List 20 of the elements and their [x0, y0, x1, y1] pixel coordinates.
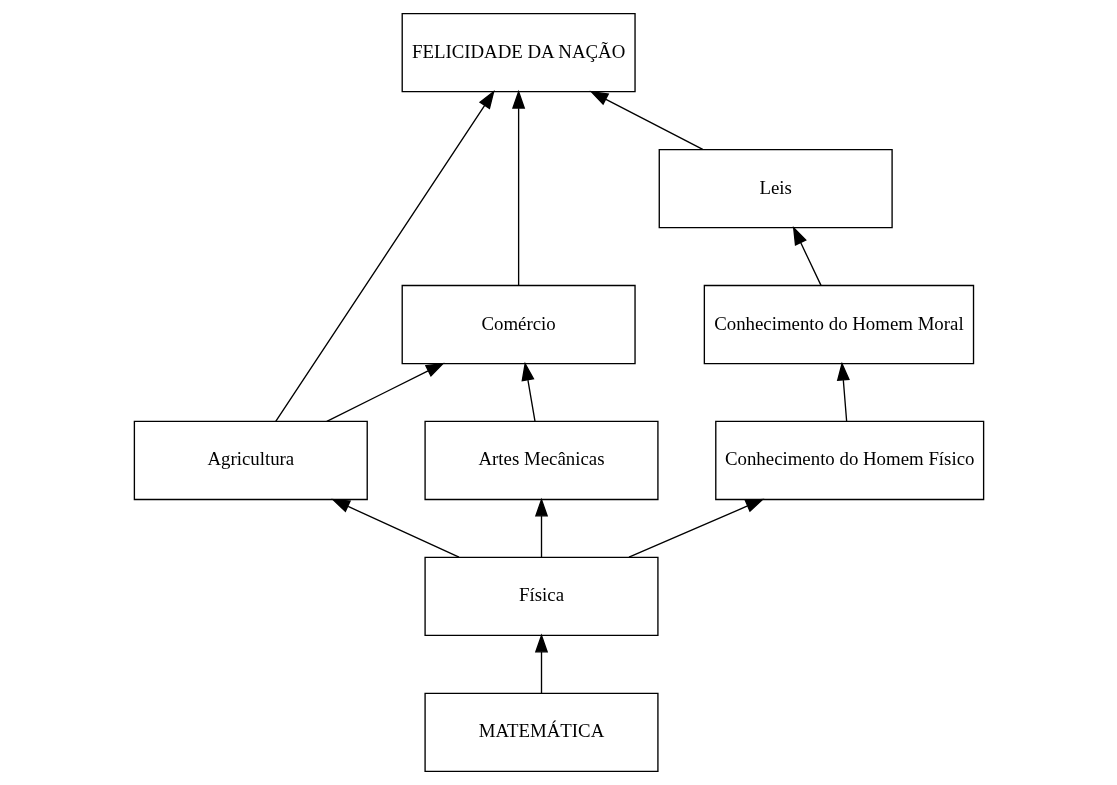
node-box: Agricultura	[133, 420, 368, 501]
arrow	[589, 90, 703, 151]
node-box: FELICIDADE DA NAÇÃO	[401, 12, 636, 93]
arrow	[274, 90, 495, 423]
node-box: Conhecimento do Homem Físico	[714, 420, 984, 501]
arrow	[511, 89, 525, 286]
arrow	[330, 498, 460, 558]
arrow	[520, 361, 536, 422]
arrow	[325, 362, 445, 422]
arrow	[627, 498, 764, 558]
arrow	[534, 497, 548, 558]
node-box: MATEMÁTICA	[423, 692, 659, 773]
node-box: Física	[423, 556, 659, 637]
node-box: Leis	[658, 148, 893, 229]
arrow	[792, 226, 822, 287]
node-box: Artes Mecânicas	[423, 420, 659, 501]
arrow	[836, 361, 850, 422]
arrow	[534, 633, 548, 694]
node-box: Comércio	[401, 284, 636, 365]
node-box: Conhecimento do Homem Moral	[703, 284, 974, 365]
